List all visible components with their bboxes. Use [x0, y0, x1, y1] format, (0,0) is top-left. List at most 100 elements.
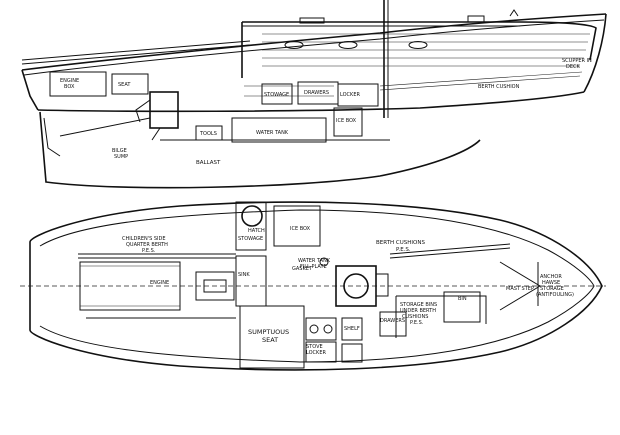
stowage-bins-label-4: P.E.S. — [410, 320, 424, 326]
keel — [39, 111, 481, 189]
engine-box-plan — [195, 271, 235, 301]
companionway — [235, 201, 267, 251]
plan-view: CHILDREN'S SIDE QUARTER BERTH P.E.S. BER… — [20, 201, 606, 371]
forward-berth — [395, 295, 487, 338]
stove-burner-2 — [323, 324, 333, 334]
bilge-pump-hatch — [241, 205, 263, 227]
sumptuous-seat-label: SUMPTUOUS — [248, 328, 289, 336]
forward-hatch — [467, 15, 485, 23]
scupper-label: SCUPPER IN — [562, 58, 592, 64]
hatch — [299, 17, 325, 24]
stowage-profile-label: STOWAGE — [264, 92, 289, 98]
vent — [509, 9, 519, 17]
boom-lower — [21, 44, 251, 65]
propeller-shaft — [59, 117, 151, 137]
stowage-bins-label-2: UNDER BERTH — [400, 308, 436, 314]
gasket-label: GASKET — [292, 266, 313, 272]
sink-label: SINK — [238, 272, 250, 278]
berth-cushions-label: BERTH CUSHIONS — [376, 240, 425, 246]
profile-view: SCUPPER IN DECK BERTH CUSHION TOOLS WATE… — [21, 0, 607, 189]
engine-box-label: ENGINE — [60, 78, 79, 84]
seat-profile-label: SEAT — [118, 82, 131, 88]
stove-label: STOVE — [306, 344, 323, 350]
tools-label: TOOLS — [199, 131, 217, 137]
drawers-profile-label: DRAWERS — [304, 90, 329, 96]
ballast-label: BALLAST — [196, 160, 221, 166]
stove-burner-1 — [309, 324, 319, 334]
bin-2 — [443, 291, 481, 323]
hull-bottom — [37, 91, 585, 113]
portlight-3 — [408, 41, 428, 49]
plan-hull-inner — [39, 209, 595, 363]
berth-cushions-label-2: P.E.S. — [396, 247, 411, 253]
cockpit-box — [49, 71, 107, 97]
icebox-profile — [333, 107, 363, 137]
stove — [305, 317, 337, 341]
stowage-profile — [261, 83, 293, 105]
berth-profile — [379, 71, 583, 91]
bin-1 — [379, 311, 407, 337]
stowage-bins-label: STORAGE BINS — [400, 302, 437, 308]
stowage-plan — [235, 255, 267, 307]
anchor-hawse-label-2: HAWSE — [542, 280, 560, 286]
shelf-1 — [341, 317, 363, 341]
bin-label: BIN — [458, 296, 467, 302]
icebox-plan — [273, 205, 321, 247]
cabin-planking — [262, 33, 590, 67]
childrens-berth-label-2: QUARTER BERTH — [126, 242, 168, 248]
hatch-plan-label: HATCH — [248, 228, 265, 234]
engine-mount — [135, 99, 161, 141]
water-tank-label: WATER TANK — [256, 130, 289, 136]
locker-profile — [337, 83, 379, 107]
anchor-hawse-label-4: (ANTIFOULING) — [536, 292, 574, 298]
water-tank-fill-label: WATER TANK — [298, 258, 331, 264]
scupper-label-2: DECK — [566, 64, 581, 70]
boom — [21, 40, 251, 61]
sumptuous-seat-label-2: SEAT — [262, 336, 278, 344]
childrens-berth-label: CHILDREN'S SIDE — [122, 236, 166, 242]
portlight-1 — [284, 41, 304, 49]
portlight-2 — [338, 41, 358, 49]
engine-plan — [203, 279, 227, 293]
sumptuous-seat — [239, 305, 305, 369]
tools-locker — [195, 125, 223, 141]
water-tank — [231, 117, 327, 143]
water-tank-fill-label-2: FILL PLATE — [300, 264, 327, 270]
engine-box — [111, 73, 149, 95]
icebox-plan-label: ICE BOX — [290, 226, 311, 232]
cockpit-seats — [80, 265, 180, 307]
anchor-hawse-label: ANCHOR — [540, 274, 562, 280]
stowage-bins-label-3: CUSHIONS — [402, 314, 428, 320]
stowage-plan-label: STOWAGE — [238, 236, 263, 242]
grab-rail — [375, 273, 389, 297]
engine — [149, 91, 179, 129]
shelf-label: SHELF — [344, 326, 360, 332]
sump-label: SUMP — [114, 154, 128, 160]
vberth-forward — [499, 261, 541, 311]
engine-plan-label: ENGINE — [150, 280, 169, 286]
cockpit — [79, 261, 181, 311]
rudder — [43, 117, 61, 157]
berth-cushion-label: BERTH CUSHION — [478, 84, 520, 90]
anchor-hawse-label-3: STORAGE — [540, 286, 564, 292]
settee-profile — [244, 85, 334, 97]
locker-plan-label: LOCKER — [306, 350, 326, 356]
engine-box-label-2: BOX — [64, 84, 75, 90]
icebox-profile-label: ICE BOX — [336, 118, 357, 124]
sheer-line — [21, 13, 607, 71]
locker-profile-label: LOCKER — [340, 92, 360, 98]
childrens-berth-label-3: P.E.S. — [142, 248, 156, 254]
transom — [21, 69, 39, 111]
bilge-label: BILGE — [112, 148, 127, 154]
stove-locker — [305, 341, 337, 363]
plan-hull-outline — [29, 201, 603, 371]
port-settee — [389, 243, 511, 259]
drawers-plan-label: DRAWERS — [380, 318, 405, 324]
sheer-line-inner — [23, 19, 605, 76]
water-fill-plate — [319, 257, 329, 267]
bow-stem — [583, 13, 607, 93]
shelf-2 — [341, 343, 363, 363]
port-quarter-berth — [78, 253, 236, 259]
